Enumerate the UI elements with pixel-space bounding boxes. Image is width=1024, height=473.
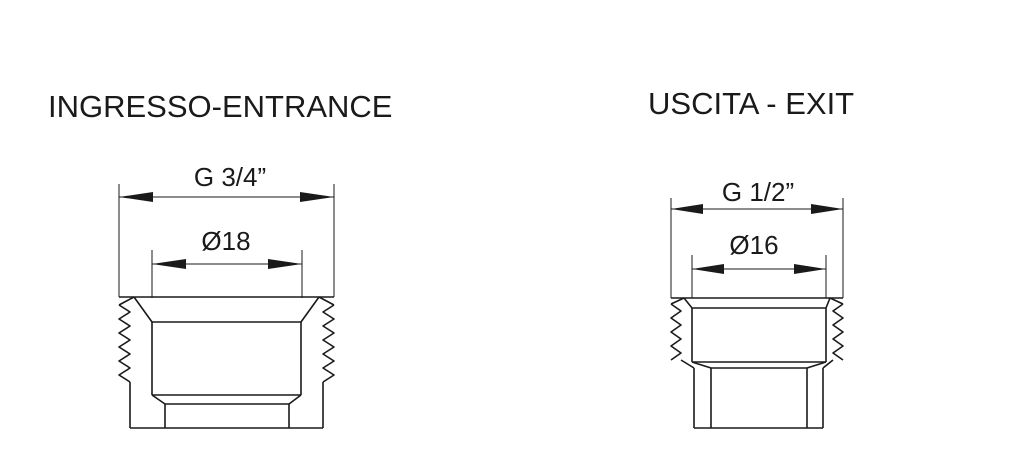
arrowhead-left <box>119 192 153 202</box>
entrance-outer-thread-label: G 3/4” <box>194 162 266 192</box>
exit-inner-dimension: Ø16 <box>691 230 827 298</box>
arrowhead-left <box>671 204 703 214</box>
arrowhead-right <box>268 259 302 269</box>
entrance-view: INGRESSO-ENTRANCE G 3/4” Ø18 <box>48 89 392 429</box>
entrance-outer-dimension: G 3/4” <box>118 162 335 297</box>
arrowhead-left <box>152 259 186 269</box>
exit-title: USCITA - EXIT <box>648 86 854 121</box>
arrowhead-right <box>300 192 334 202</box>
exit-outer-dimension: G 1/2” <box>670 177 844 298</box>
arrowhead-left <box>692 264 724 274</box>
entrance-fitting-body <box>118 296 335 429</box>
arrowhead-right <box>811 204 843 214</box>
exit-view: USCITA - EXIT G 1/2” Ø16 <box>648 86 854 429</box>
entrance-inner-dimension: Ø18 <box>151 226 303 298</box>
exit-inner-diameter-label: Ø16 <box>729 230 778 260</box>
entrance-inner-diameter-label: Ø18 <box>201 226 250 256</box>
entrance-title: INGRESSO-ENTRANCE <box>48 89 392 124</box>
arrowhead-right <box>794 264 826 274</box>
exit-outer-thread-label: G 1/2” <box>722 177 794 207</box>
exit-fitting-body <box>670 297 844 429</box>
